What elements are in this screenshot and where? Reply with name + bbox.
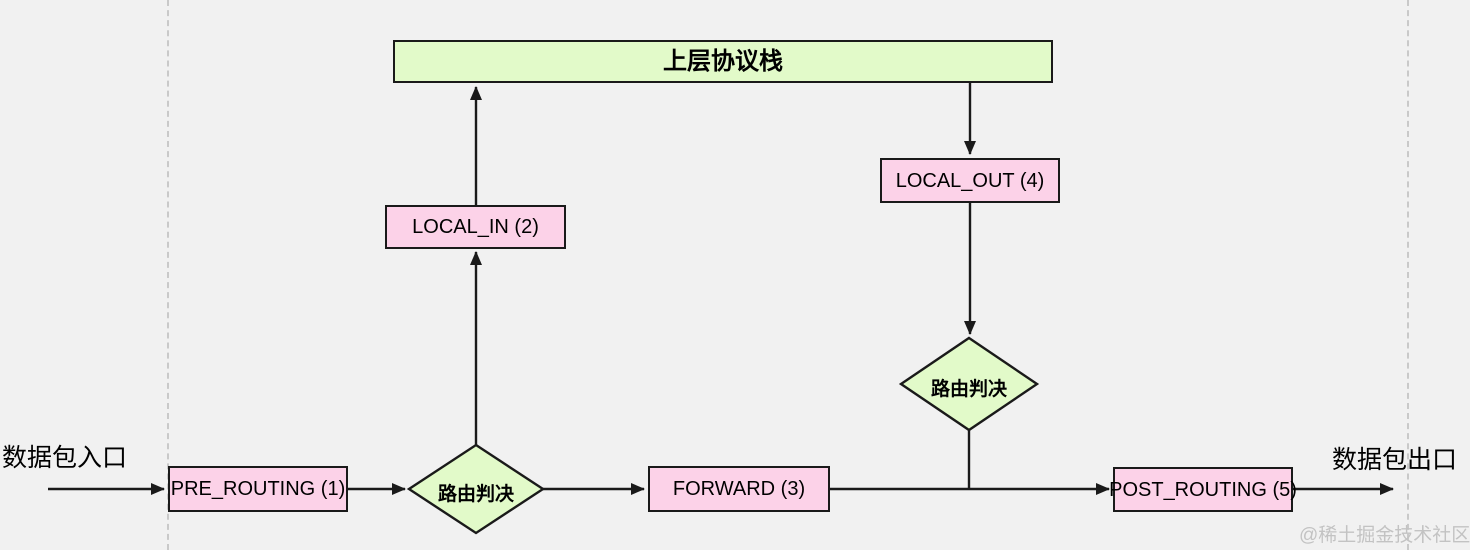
- routing-decision-diamond-bottom: [406, 443, 546, 535]
- watermark-text: @稀土掘金技术社区: [1299, 525, 1470, 546]
- packet-exit-label: 数据包出口: [1332, 446, 1458, 474]
- pre-routing-label: PRE_ROUTING (1): [170, 478, 346, 500]
- forward-label: FORWARD (3): [672, 478, 806, 500]
- packet-entry-label: 数据包入口: [2, 444, 128, 472]
- local-out-label: LOCAL_OUT (4): [895, 169, 1045, 192]
- upper-protocol-stack-label: 上层协议栈: [663, 47, 783, 75]
- local-in-box: LOCAL_IN (2): [385, 205, 566, 249]
- routing-decision-label-bottom: 路由判决: [437, 484, 514, 505]
- boundary-dashed-line-right: [1407, 0, 1409, 550]
- local-out-box: LOCAL_OUT (4): [880, 158, 1060, 203]
- post-routing-label: POST_ROUTING (5): [1109, 478, 1297, 501]
- post-routing-box: POST_ROUTING (5): [1109, 467, 1297, 512]
- routing-decision-diamond-right: [898, 336, 1040, 432]
- upper-protocol-stack-box: 上层协议栈: [393, 40, 1053, 83]
- routing-decision-label-right: 路由判决: [930, 379, 1007, 400]
- forward-box: FORWARD (3): [648, 466, 830, 512]
- pre-routing-box: PRE_ROUTING (1): [168, 466, 348, 512]
- boundary-dashed-line-left: [167, 0, 169, 550]
- local-in-label: LOCAL_IN (2): [412, 216, 539, 238]
